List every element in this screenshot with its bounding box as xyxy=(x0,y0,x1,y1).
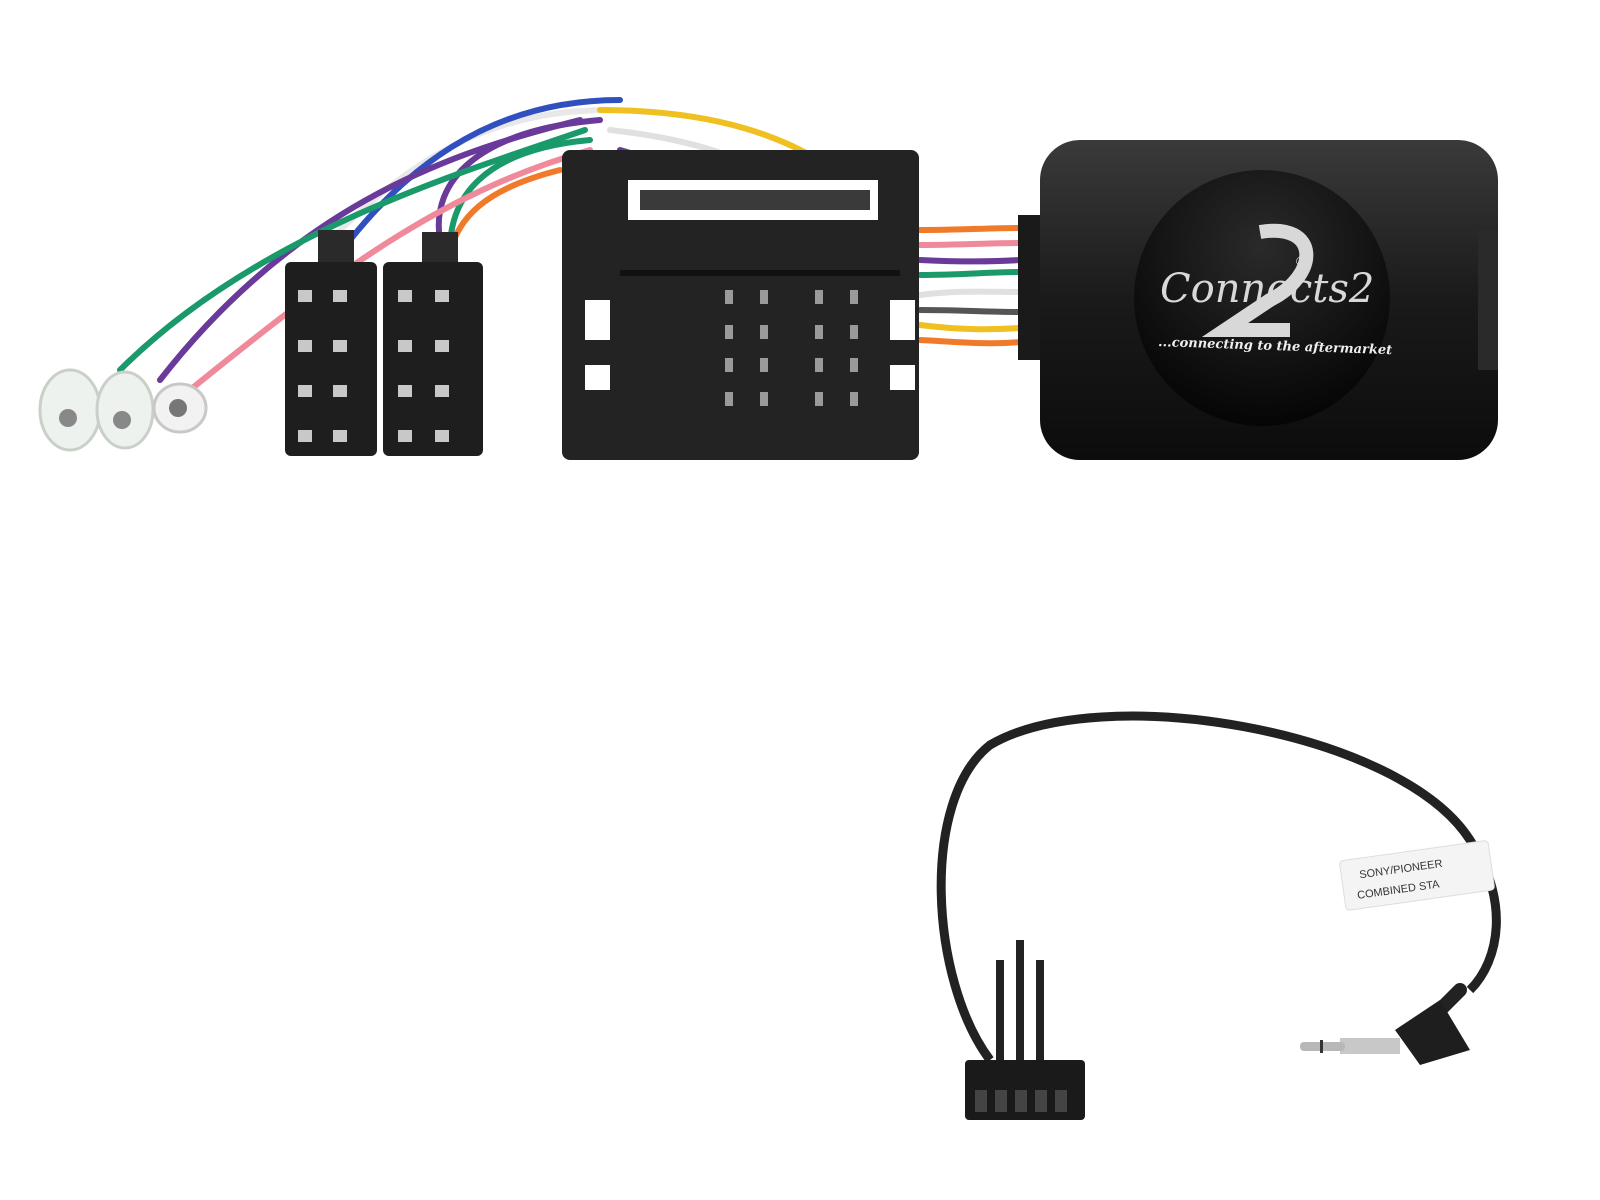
quadlock-connector xyxy=(562,150,919,460)
interface-box: Connects2 ® ...connecting to the afterma… xyxy=(1018,140,1498,460)
patch-lead: SONY/PIONEER COMBINED STA xyxy=(936,711,1501,1120)
iso-connector-right xyxy=(383,232,483,456)
patch-lead-label: SONY/PIONEER COMBINED STA xyxy=(1339,840,1495,911)
brand-logo: Connects2 xyxy=(1160,266,1374,312)
iso-connector-left xyxy=(285,230,377,456)
antenna-plugs xyxy=(38,368,208,452)
registered-mark: ® xyxy=(1296,253,1307,269)
logo-2-glyph xyxy=(1201,223,1314,337)
